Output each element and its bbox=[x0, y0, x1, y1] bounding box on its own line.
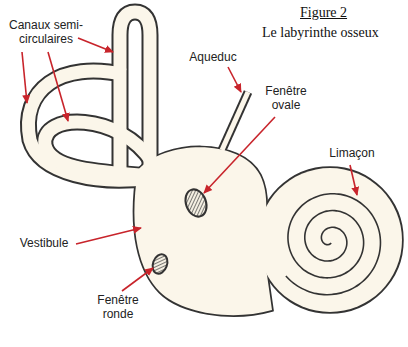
part-label: Limaçon bbox=[322, 146, 382, 160]
vestibule-fill bbox=[134, 147, 272, 315]
cochlea-outline bbox=[258, 168, 402, 312]
canal-fill bbox=[45, 122, 152, 176]
cochlea-fill bbox=[258, 168, 402, 312]
canal-outline bbox=[45, 122, 152, 176]
aqueduct-fill bbox=[222, 92, 248, 150]
figure-title: Le labyrinthe osseux bbox=[262, 25, 402, 41]
leader-arrow bbox=[76, 228, 141, 244]
part-label: Vestibule bbox=[12, 236, 76, 250]
leader-arrow bbox=[22, 52, 27, 103]
labyrinth-outline bbox=[28, 12, 402, 315]
leader-arrow bbox=[78, 38, 113, 52]
part-label: Aqueduc bbox=[185, 50, 241, 64]
labyrinth-fill bbox=[28, 12, 402, 315]
figure-number: Figure 2 bbox=[300, 5, 347, 21]
aqueduct-outline bbox=[222, 92, 248, 150]
leader-arrow bbox=[228, 67, 241, 92]
part-label: Fenêtre ronde bbox=[88, 293, 148, 321]
cochlea-spiral bbox=[286, 194, 381, 295]
leader-arrow bbox=[48, 52, 68, 121]
leader-arrow bbox=[350, 165, 357, 195]
part-label: Fenêtre ovale bbox=[256, 84, 316, 112]
leader-arrow bbox=[122, 268, 153, 291]
leader-arrow bbox=[204, 117, 275, 193]
vestibule-outline bbox=[134, 147, 272, 315]
part-label: Canaux semi-circulaires bbox=[0, 18, 92, 46]
round-window bbox=[150, 252, 170, 276]
